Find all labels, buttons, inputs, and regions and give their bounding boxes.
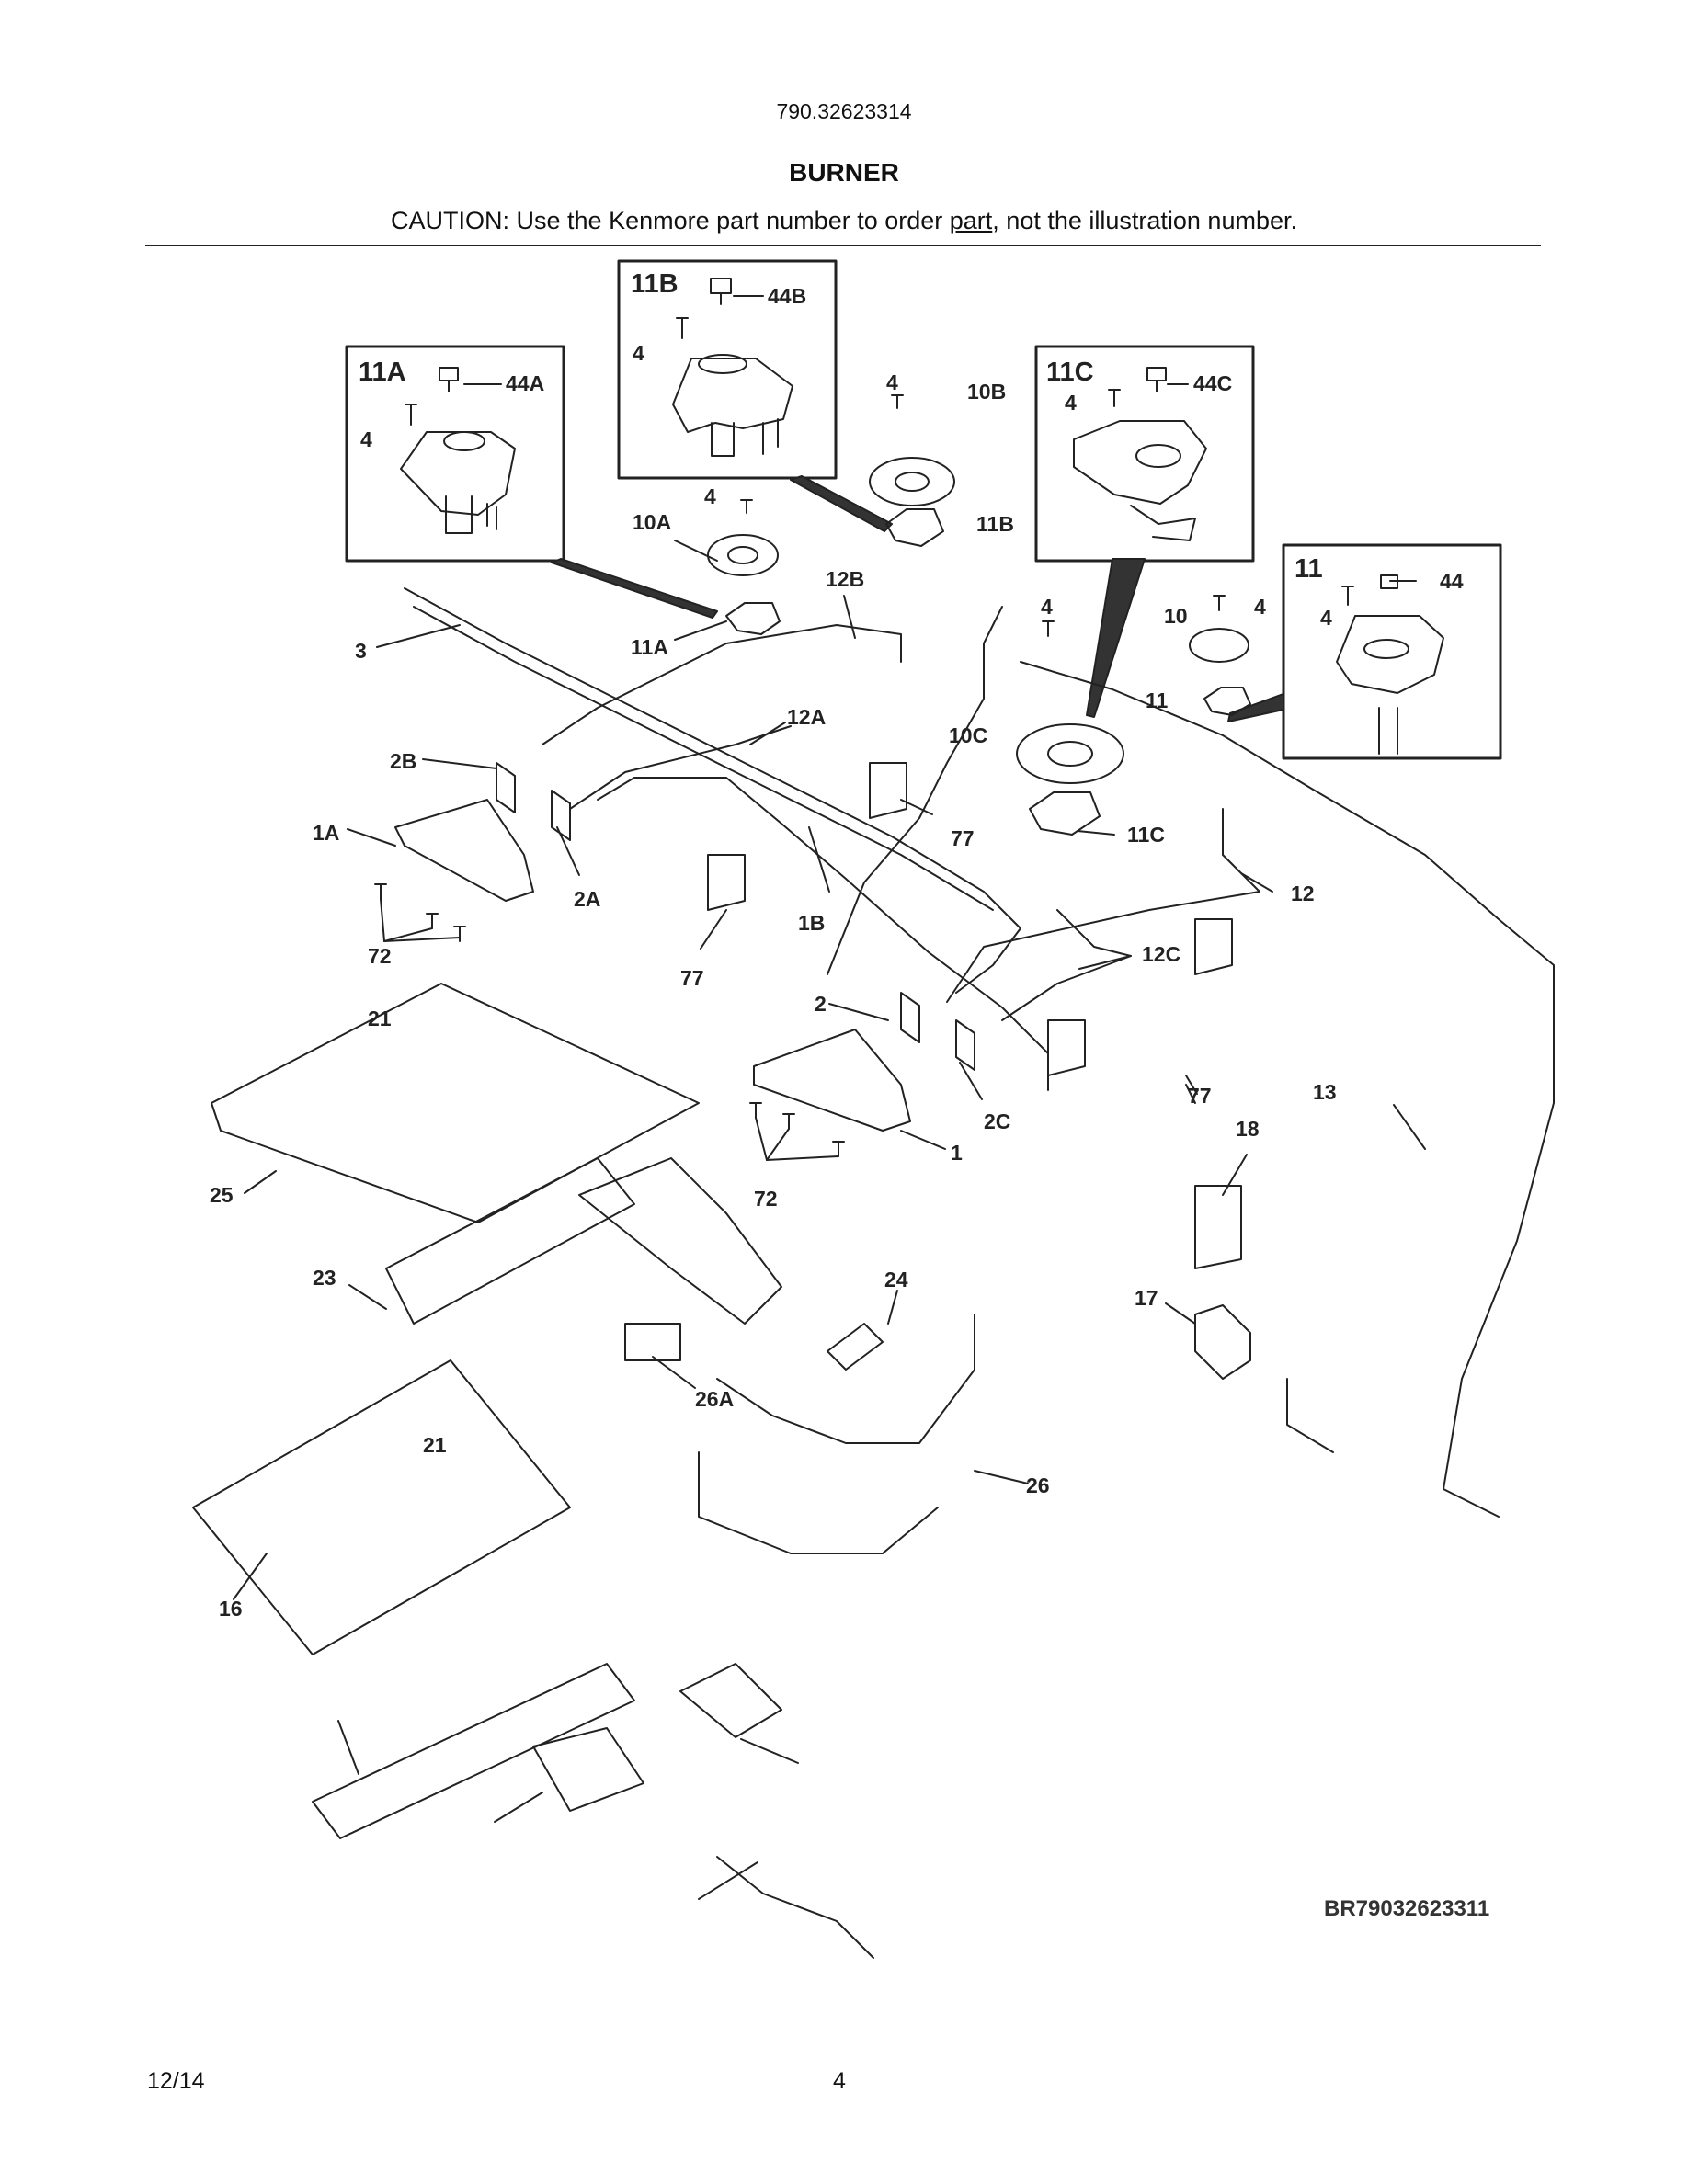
model-number: 790.32623314 xyxy=(776,99,912,123)
callout-10a: 10A xyxy=(633,510,671,534)
callout-4-10a: 4 xyxy=(704,484,716,508)
gas-tubes xyxy=(404,587,1555,1518)
callout-4-10b: 4 xyxy=(886,370,898,394)
callout-4-10: 4 xyxy=(1254,595,1266,619)
detail-box-11c xyxy=(1034,345,1255,718)
box-label-4-11a: 4 xyxy=(360,427,372,451)
box-label-4-11c: 4 xyxy=(1065,391,1077,415)
callout-11c: 11C xyxy=(1127,823,1165,847)
callout-14: 17 xyxy=(1135,1286,1158,1310)
callout-labels: 3 2B 1A 72 2A 10A 11A 12B 12A 1B 77 4 10… xyxy=(210,370,1337,1621)
detail-box-labels: 11A 44A 4 11B 44B 4 11C 44C 4 11 44 4 xyxy=(359,269,1464,630)
callout-21-top: 21 xyxy=(368,1007,392,1030)
page-number: 4 xyxy=(833,2068,846,2094)
burner-parts xyxy=(707,457,1251,836)
callout-1b: 1B xyxy=(798,911,825,935)
box-title-11: 11 xyxy=(1295,554,1323,584)
callout-12b: 12B xyxy=(826,567,864,591)
lower-assemblies xyxy=(192,983,1334,1959)
valves-and-brackets xyxy=(394,762,1233,1132)
callout-3: 3 xyxy=(355,639,367,663)
box-title-11c: 11C xyxy=(1046,358,1094,387)
detail-box-11 xyxy=(1227,543,1502,760)
detail-box-11b xyxy=(617,259,893,532)
caution-text-before: CAUTION: Use the Kenmore part number to … xyxy=(391,207,950,234)
callout-26a: 26A xyxy=(695,1387,734,1411)
callout-10: 10 xyxy=(1164,604,1188,628)
box-label-4-11b: 4 xyxy=(633,341,644,365)
callout-21-bottom: 21 xyxy=(423,1433,447,1457)
caution-link-part: part xyxy=(949,207,993,234)
section-title: BURNER xyxy=(789,158,899,187)
screws xyxy=(374,394,1226,1157)
callout-11a: 11A xyxy=(631,635,668,659)
caution-text-after: , not the illustration number. xyxy=(992,207,1297,234)
callout-13: 13 xyxy=(1313,1080,1337,1104)
callout-12c: 12C xyxy=(1142,942,1180,966)
callout-72-right: 72 xyxy=(754,1187,778,1211)
callout-77-left: 77 xyxy=(680,966,704,990)
callout-20: 16 xyxy=(219,1597,243,1621)
leader-lines xyxy=(233,540,1426,1900)
box-label-44c: 44C xyxy=(1193,371,1232,395)
header-rule xyxy=(145,245,1541,246)
callout-2c: 2C xyxy=(984,1109,1010,1133)
box-label-44a: 44A xyxy=(506,371,544,395)
box-label-44: 44 xyxy=(1440,569,1464,593)
box-label-44b: 44B xyxy=(768,284,806,308)
caution-note: CAUTION: Use the Kenmore part number to … xyxy=(0,207,1688,235)
callout-2a: 2A xyxy=(574,887,600,911)
callout-23: 23 xyxy=(313,1266,336,1290)
callout-12a: 12A xyxy=(787,705,826,729)
callout-10b: 10B xyxy=(967,380,1006,404)
callout-2: 2 xyxy=(815,992,827,1016)
callout-25: 25 xyxy=(210,1183,234,1207)
callout-77-right: 77 xyxy=(1188,1084,1212,1108)
detail-box-11a xyxy=(345,345,718,619)
callout-24: 24 xyxy=(884,1268,908,1291)
callout-77-mid: 77 xyxy=(951,826,975,850)
callout-15: 18 xyxy=(1236,1117,1260,1141)
callout-11: 11 xyxy=(1146,688,1169,712)
callout-2b: 2B xyxy=(390,749,416,773)
revision-date: 12/14 xyxy=(147,2068,205,2094)
callout-1: 1 xyxy=(951,1141,963,1165)
callout-1a: 1A xyxy=(313,821,339,845)
callout-11b: 11B xyxy=(976,512,1014,536)
box-title-11a: 11A xyxy=(359,358,406,387)
callout-22: 26 xyxy=(1026,1473,1050,1497)
reference-code: BR79032623311 xyxy=(1324,1896,1490,1921)
box-title-11b: 11B xyxy=(631,269,679,299)
callout-12: 12 xyxy=(1291,882,1315,905)
callout-10c: 10C xyxy=(949,723,987,747)
callout-72-left: 72 xyxy=(368,944,392,968)
box-label-4-11: 4 xyxy=(1320,606,1332,630)
callout-4-10c: 4 xyxy=(1041,595,1053,619)
